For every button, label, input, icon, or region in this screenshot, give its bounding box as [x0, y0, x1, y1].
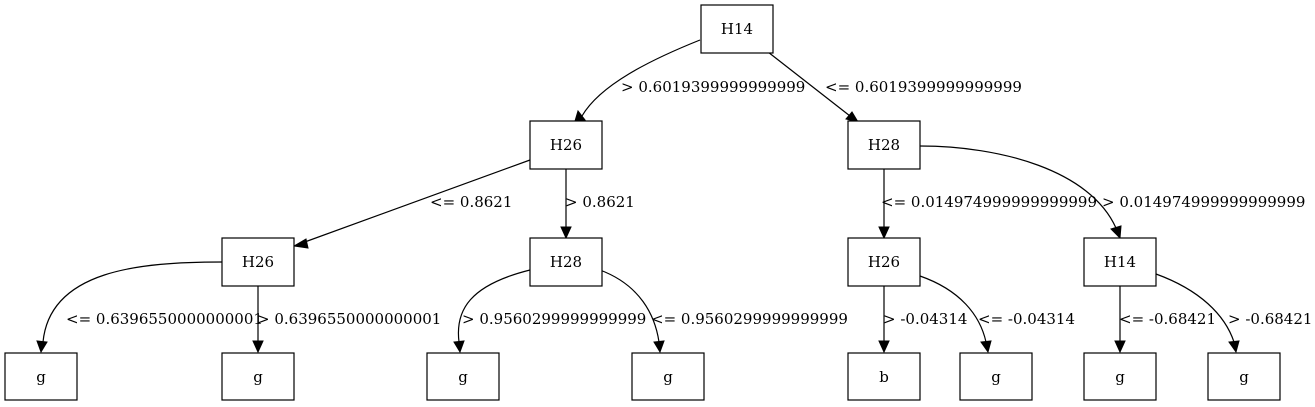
leaf-node-g-2: g: [221, 352, 295, 401]
node-h14-root: H14: [700, 4, 774, 54]
edge-label: <= 0.6019399999999999: [825, 78, 1022, 96]
edge-h28-to-leaf-g-2: <= 0.9560299999999999: [599, 269, 848, 354]
node-label: H14: [721, 20, 753, 38]
edge-label: > 0.9560299999999999: [462, 310, 646, 328]
leaf-node-g-1: g: [4, 352, 78, 401]
edge-h26-to-leaf-g-2: > 0.6396550000000001: [252, 286, 441, 354]
node-h26-level2-a: H26: [221, 237, 295, 287]
edge-h14-to-leaf-g: <= -0.68421: [1114, 286, 1216, 354]
edge-label: <= -0.04314: [978, 310, 1075, 328]
node-label: g: [991, 368, 1001, 386]
edge-label: <= 0.6396550000000001: [66, 310, 263, 328]
leaf-node-g-3: g: [426, 352, 500, 401]
node-h14-level2-d: H14: [1083, 237, 1157, 287]
edge-h26-to-h28: > 0.8621: [560, 169, 635, 240]
nodes: H14 H26 H28 H26 H28 H26 H14 g: [4, 4, 1281, 401]
edge-h14-root-to-h28: <= 0.6019399999999999: [767, 51, 1022, 123]
edge-h28-to-h14: > 0.014974999999999999: [919, 145, 1305, 240]
edge-h26-to-h26: <= 0.8621: [292, 159, 531, 249]
edge-label: <= -0.68421: [1119, 310, 1216, 328]
edge-h28-to-h26: <= 0.014974999999999999: [878, 169, 1097, 240]
leaf-node-b: b: [847, 352, 921, 401]
edge-label: > 0.6396550000000001: [257, 310, 441, 328]
edge-label: <= 0.9560299999999999: [651, 310, 848, 328]
edge-label: > 0.014974999999999999: [1102, 193, 1305, 211]
node-label: g: [36, 368, 46, 386]
node-label: g: [253, 368, 263, 386]
node-label: H26: [868, 253, 900, 271]
edges: > 0.6019399999999999 <= 0.60193999999999…: [36, 39, 1312, 354]
edge-label: > 0.6019399999999999: [621, 78, 805, 96]
edge-label: <= 0.014974999999999999: [881, 193, 1097, 211]
edge-h26-to-leaf-g: <= 0.6396550000000001: [36, 261, 263, 354]
edge-h14-root-to-h26: > 0.6019399999999999: [574, 39, 805, 122]
node-h26-left: H26: [529, 120, 603, 170]
node-label: g: [1115, 368, 1125, 386]
edge-label: > 0.8621: [565, 193, 635, 211]
edge-h14-to-leaf-g-2: > -0.68421: [1155, 273, 1312, 354]
node-label: g: [458, 368, 468, 386]
node-label: H26: [550, 136, 582, 154]
edge-h26-to-leaf-g-3: <= -0.04314: [919, 275, 1075, 354]
edge-label: <= 0.8621: [430, 193, 512, 211]
edge-label: > -0.04314: [883, 310, 967, 328]
edge-h28-to-leaf-g: > 0.9560299999999999: [453, 269, 646, 354]
leaf-node-g-5: g: [959, 352, 1033, 401]
edge-label: > -0.68421: [1228, 310, 1312, 328]
edge-h26-to-leaf-b: > -0.04314: [878, 286, 967, 354]
node-label: H28: [550, 253, 582, 271]
node-label: H14: [1104, 253, 1136, 271]
node-label: H26: [242, 253, 274, 271]
node-label: b: [879, 368, 889, 386]
node-h28-right: H28: [847, 120, 921, 170]
node-label: g: [663, 368, 673, 386]
leaf-node-g-4: g: [631, 352, 705, 401]
node-label: H28: [868, 136, 900, 154]
node-label: g: [1239, 368, 1249, 386]
node-h26-level2-c: H26: [847, 237, 921, 287]
leaf-node-g-7: g: [1207, 352, 1281, 401]
node-h28-level2-b: H28: [529, 237, 603, 287]
leaf-node-g-6: g: [1083, 352, 1157, 401]
